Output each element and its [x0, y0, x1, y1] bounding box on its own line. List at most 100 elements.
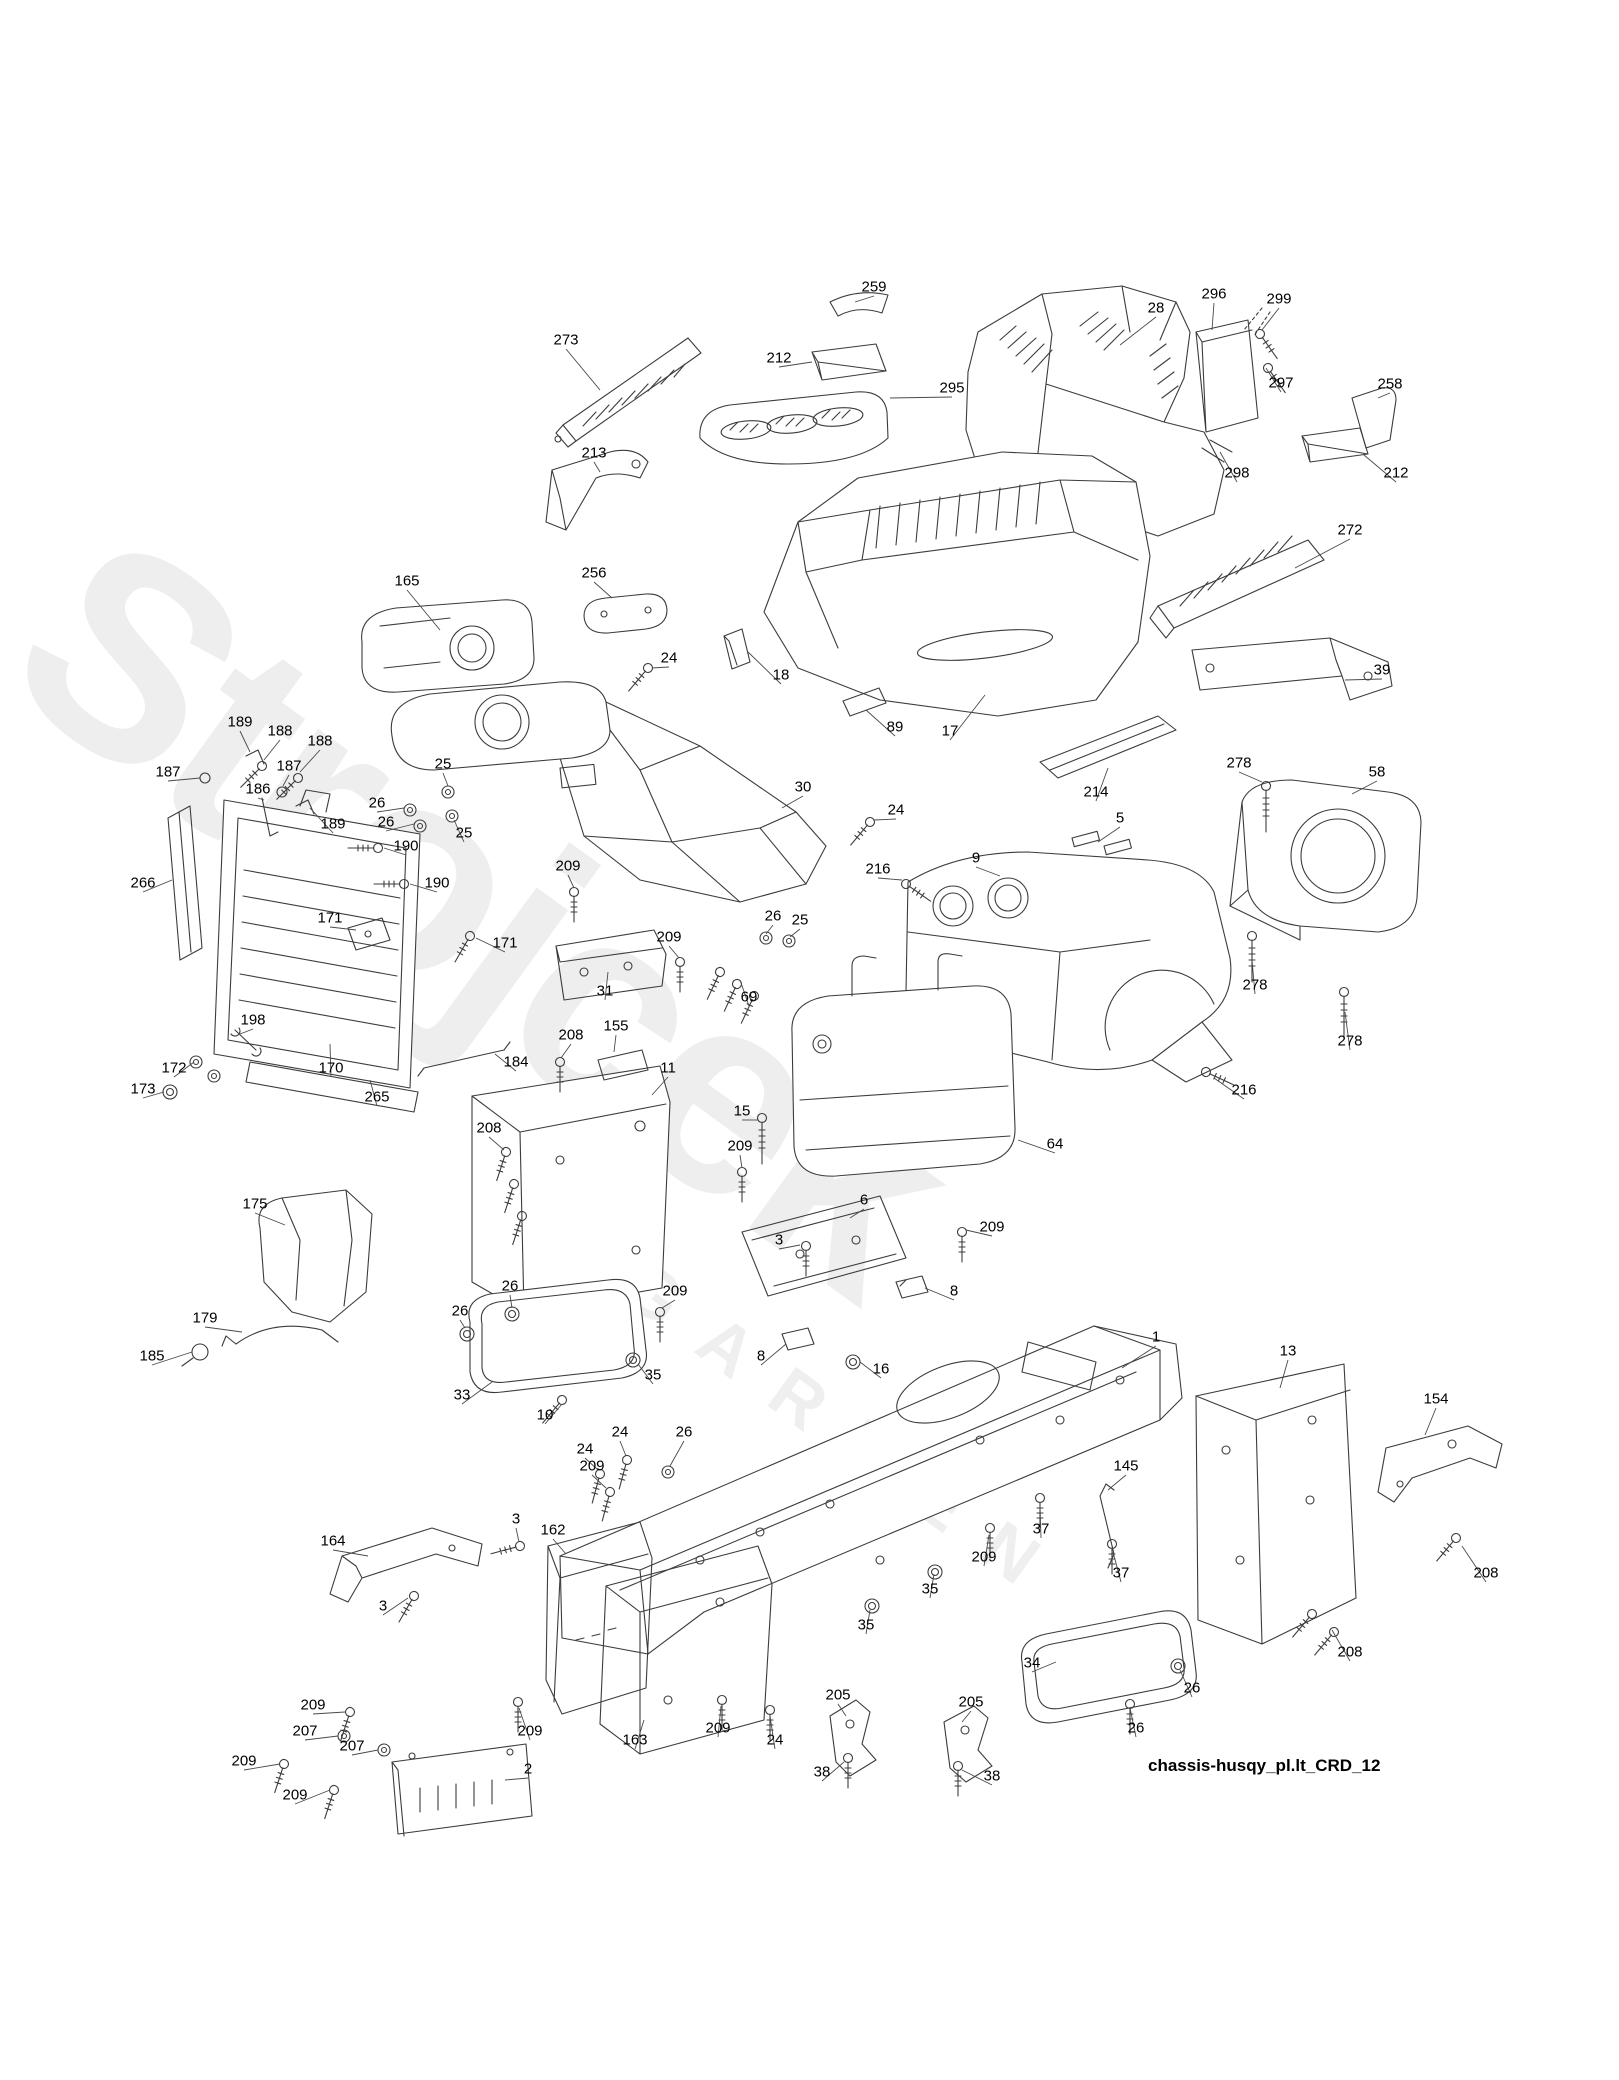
part-213-bracket: [545, 449, 649, 531]
part-label: 278: [1226, 754, 1252, 772]
part-label: 37: [1032, 1520, 1050, 1538]
part-258-trim: [1351, 387, 1397, 449]
part-label: 170: [318, 1059, 344, 1077]
part-label: 26: [368, 794, 386, 812]
part-label: 165: [394, 572, 420, 590]
part-label: 185: [139, 1347, 165, 1365]
part-label: 18: [772, 666, 790, 684]
part-label: 26: [1183, 1679, 1201, 1697]
part-label: 209: [979, 1218, 1005, 1236]
part-273-strip: [554, 337, 702, 448]
part-label: 278: [1242, 976, 1268, 994]
part-label: 145: [1113, 1457, 1139, 1475]
part-label: 1: [1151, 1328, 1161, 1346]
part-label: 64: [1046, 1135, 1064, 1153]
part-label: 10: [536, 1406, 554, 1424]
part-label: 295: [939, 379, 965, 397]
part-label: 213: [581, 444, 607, 462]
part-label: 163: [622, 1731, 648, 1749]
part-label: 207: [292, 1722, 318, 1740]
part-label: 188: [307, 732, 333, 750]
part-label: 190: [393, 837, 419, 855]
part-label: 266: [130, 874, 156, 892]
part-label: 212: [1383, 464, 1409, 482]
part-265-strip: [245, 1061, 419, 1113]
part-272-strip: [1149, 535, 1325, 639]
part-label: 24: [576, 1440, 594, 1458]
part-18-clip: [723, 628, 751, 670]
part-label: 189: [227, 713, 253, 731]
part-6-plate: [741, 1195, 907, 1297]
part-label: 89: [886, 718, 904, 736]
part-256-plate: [583, 593, 668, 634]
part-label: 205: [958, 1693, 984, 1711]
part-39-bracket: [1191, 637, 1393, 701]
part-8-clips: [781, 1275, 929, 1351]
part-label: 35: [644, 1366, 662, 1384]
part-label: 39: [1373, 661, 1391, 679]
part-label: 33: [453, 1386, 471, 1404]
part-170-grille-panel: [213, 789, 421, 1089]
part-label: 35: [921, 1580, 939, 1598]
part-175-guard: [258, 1189, 373, 1323]
part-1-chassis-frame: [559, 1325, 1183, 1655]
part-179-rod: [221, 1325, 339, 1347]
part-label: 35: [857, 1616, 875, 1634]
part-label: 38: [983, 1767, 1001, 1785]
part-label: 209: [282, 1786, 308, 1804]
part-295-vent-panel: [699, 391, 889, 465]
part-label: 2: [523, 1760, 533, 1778]
part-171-bracket: [347, 917, 391, 951]
part-label: 189: [320, 815, 346, 833]
part-label: 154: [1423, 1390, 1449, 1408]
part-label: 24: [887, 801, 905, 819]
part-label: 187: [155, 763, 181, 781]
part-154-bracket: [1377, 1425, 1503, 1503]
part-label: 205: [825, 1686, 851, 1704]
part-label: 297: [1268, 374, 1294, 392]
part-label: 209: [971, 1548, 997, 1566]
part-label: 17: [941, 722, 959, 740]
part-label: 258: [1377, 375, 1403, 393]
part-11-side-panel: [471, 1065, 671, 1313]
part-label: 209: [300, 1696, 326, 1714]
part-label: 171: [492, 934, 518, 952]
part-259-trim: [829, 292, 889, 317]
part-label: 8: [756, 1347, 766, 1365]
part-label: 155: [603, 1017, 629, 1035]
part-label: 58: [1368, 763, 1386, 781]
part-label: 216: [1231, 1081, 1257, 1099]
part-label: 175: [242, 1195, 268, 1213]
part-label: 30: [794, 778, 812, 796]
part-label: 24: [611, 1423, 629, 1441]
part-label: 16: [872, 1360, 890, 1378]
part-label: 298: [1224, 464, 1250, 482]
part-163-panel: [599, 1545, 773, 1755]
part-label: 26: [764, 907, 782, 925]
part-label: 256: [581, 564, 607, 582]
part-label: 186: [245, 780, 271, 798]
part-label: 26: [501, 1277, 519, 1295]
part-label: 265: [364, 1088, 390, 1106]
part-label: 9: [971, 849, 981, 867]
part-58-console: [1229, 779, 1422, 941]
part-89-clip: [842, 687, 887, 717]
part-label: 26: [675, 1423, 693, 1441]
part-31-bracket: [555, 929, 667, 1001]
part-155-bracket: [597, 1049, 649, 1081]
part-label: 299: [1266, 290, 1292, 308]
part-label: 28: [1147, 299, 1165, 317]
part-label: 296: [1201, 285, 1227, 303]
part-label: 209: [727, 1137, 753, 1155]
part-label: 11: [660, 1059, 676, 1077]
part-label: 25: [434, 755, 452, 773]
part-label: 34: [1023, 1654, 1041, 1672]
part-label: 24: [660, 649, 678, 667]
part-214-strip: [1039, 715, 1177, 779]
part-label: 187: [276, 757, 302, 775]
part-label: 26: [451, 1302, 469, 1320]
part-label: 3: [774, 1231, 784, 1249]
